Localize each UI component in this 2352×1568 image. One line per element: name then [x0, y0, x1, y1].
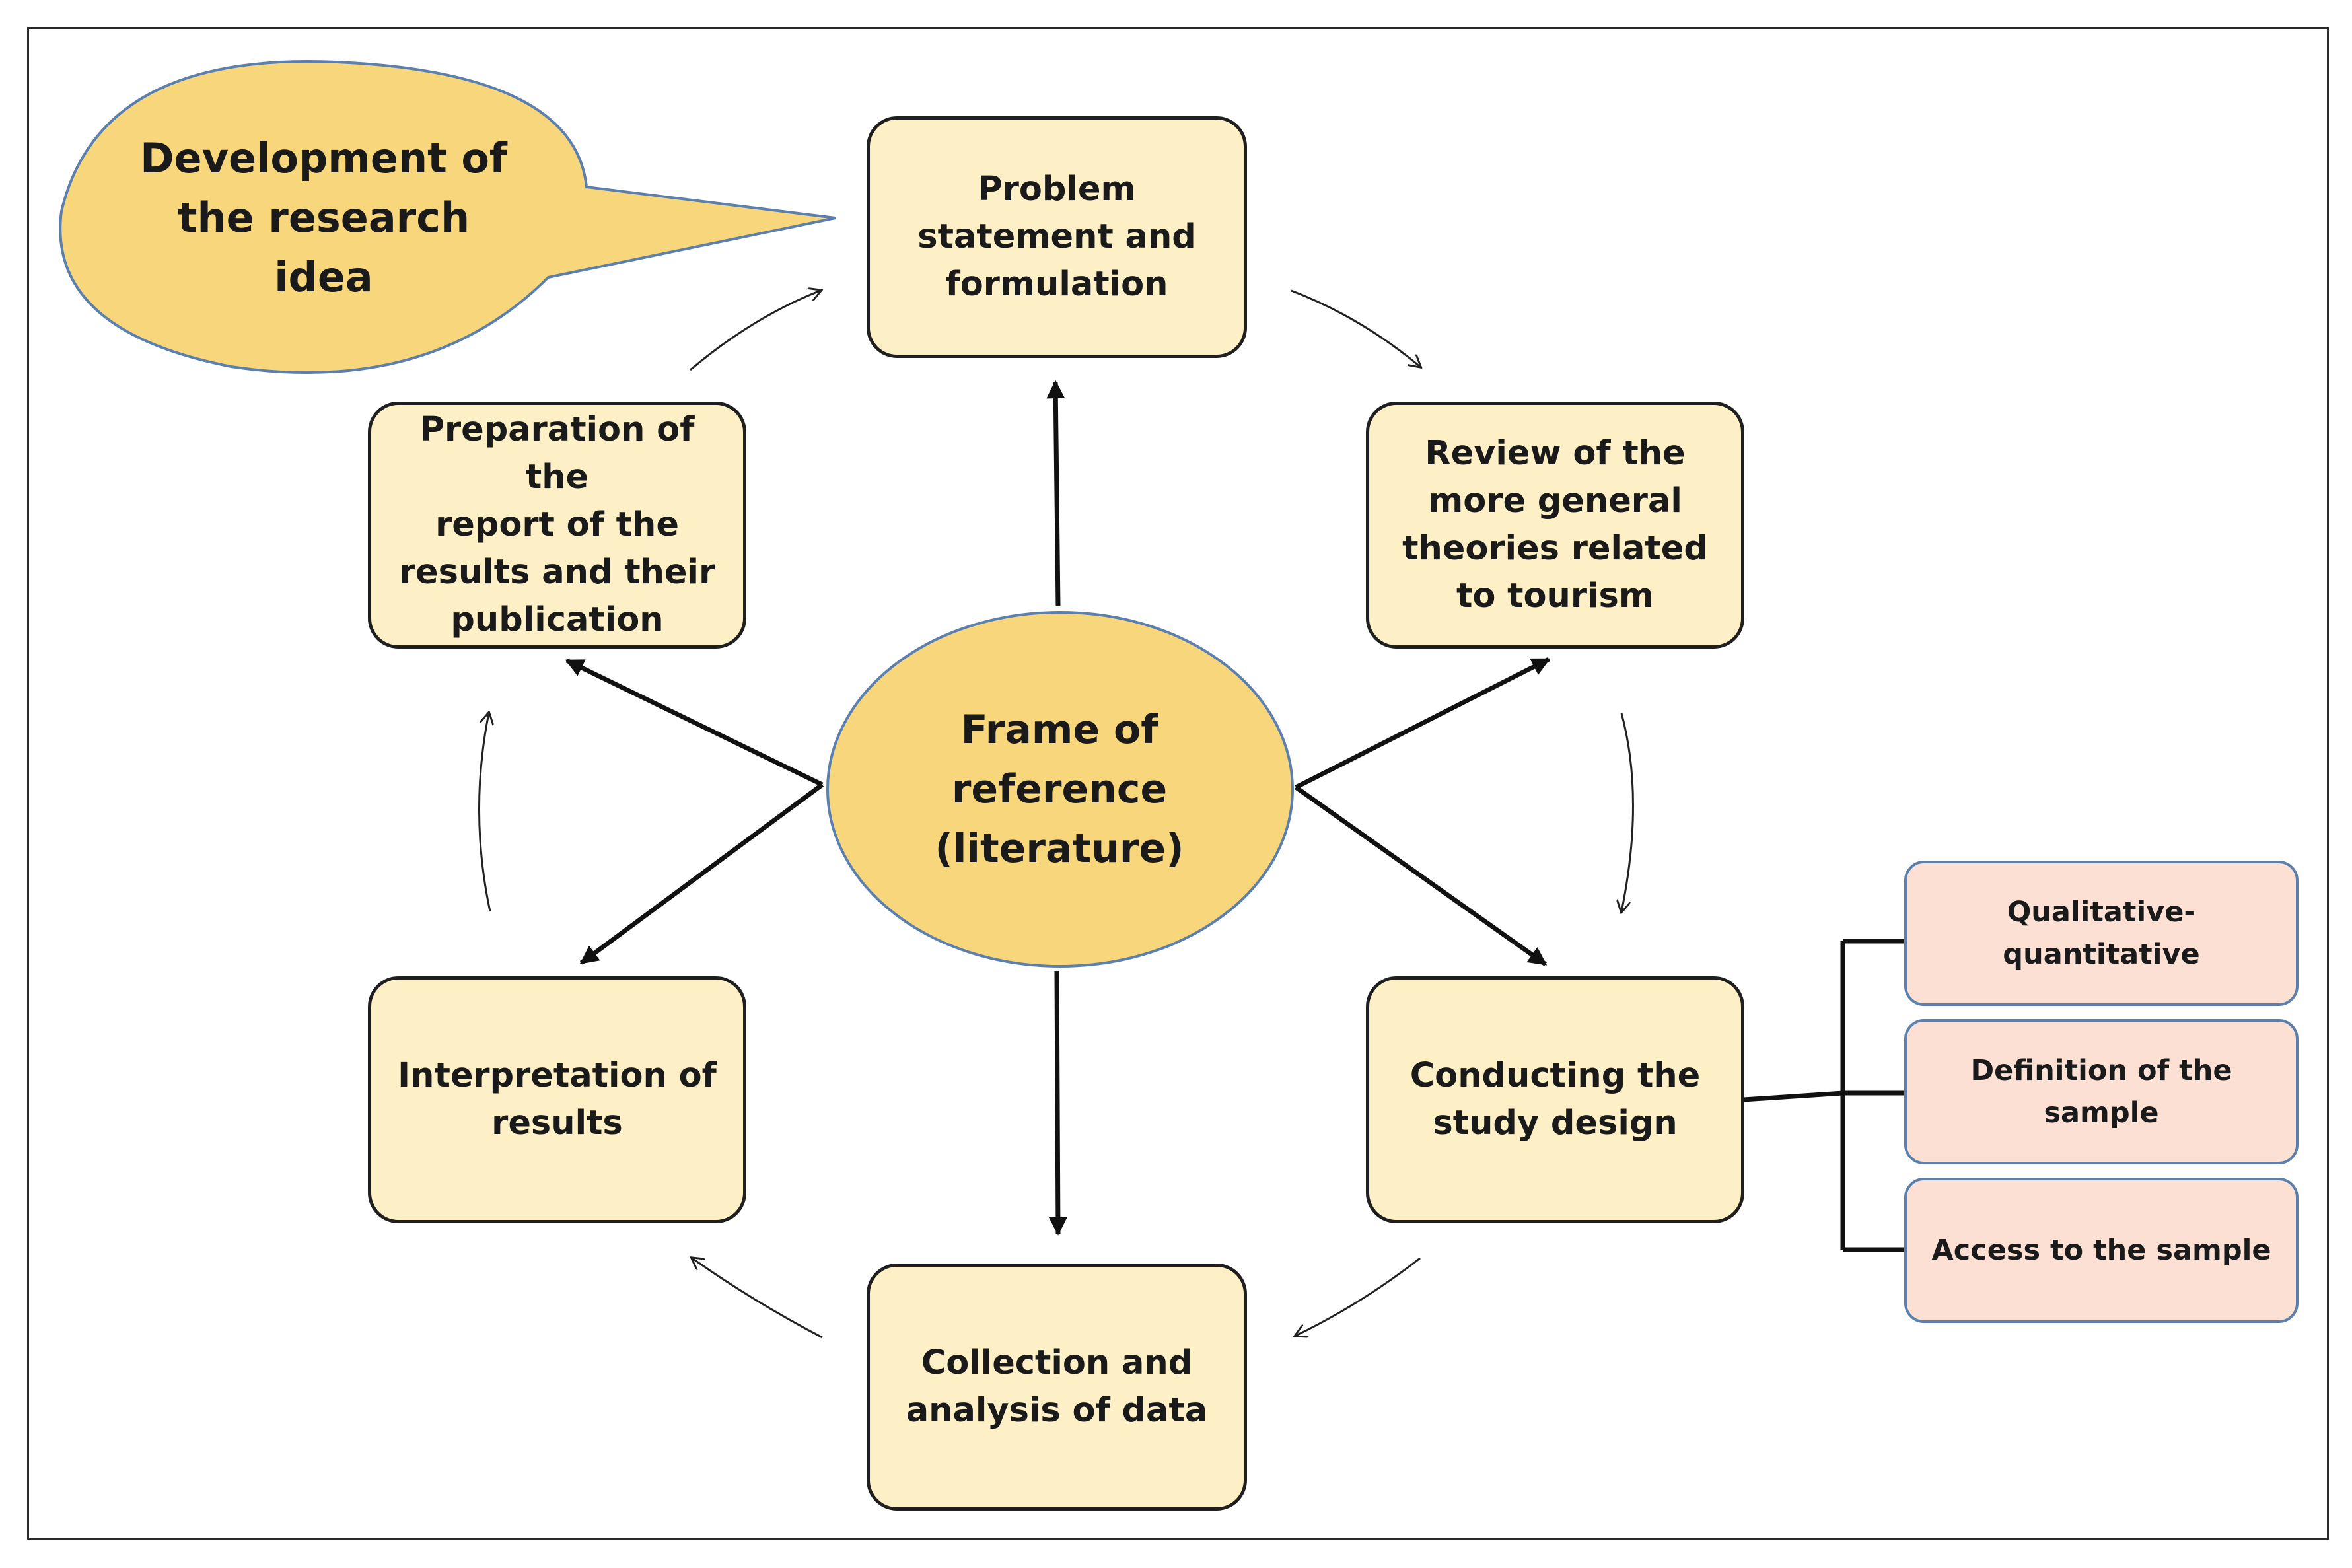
step-collection-analysis: Collection and analysis of data — [867, 1264, 1247, 1511]
design-option-label: Definition of the sample — [1970, 1054, 2232, 1129]
arrow-center-to-report — [565, 658, 824, 787]
center-label-text: Frame of reference (literature) — [935, 707, 1184, 872]
arrow-center-to-interpretation — [579, 783, 824, 965]
step-label: Preparation of the report of the results… — [398, 410, 716, 639]
design-option-qualitative-quantitative: Qualitative- quantitative — [1904, 861, 2299, 1006]
cycle-arrow-problem-to-review — [1291, 289, 1420, 367]
step-study-design: Conducting the study design — [1366, 976, 1744, 1223]
center-label: Frame of reference (literature) — [828, 680, 1291, 898]
design-option-label: Access to the sample — [1931, 1234, 2271, 1267]
step-label: Collection and analysis of data — [906, 1343, 1208, 1430]
speech-bubble — [59, 60, 836, 374]
design-option-definition-sample: Definition of the sample — [1904, 1019, 2299, 1164]
design-option-access-sample: Access to the sample — [1904, 1178, 2299, 1323]
center-ellipse — [826, 611, 1294, 968]
cycle-arrow-review-to-design — [1621, 713, 1634, 911]
arrow-center-to-design — [1294, 785, 1548, 966]
step-review-theories: Review of the more general theories rela… — [1366, 402, 1744, 649]
bracket-stem — [1743, 1090, 1843, 1102]
step-interpretation: Interpretation of results — [368, 976, 746, 1223]
arrow-center-to-review — [1295, 657, 1551, 790]
bubble-label-text: Development of the research idea — [140, 134, 507, 301]
cycle-arrow-collection-to-interpretation — [692, 1258, 823, 1339]
arrow-center-to-problem — [1046, 380, 1065, 607]
cycle-arrow-design-to-collection — [1296, 1257, 1421, 1336]
step-label: Conducting the study design — [1409, 1056, 1701, 1143]
cycle-arrow-interpretation-to-report — [478, 713, 490, 912]
cycle-arrow-report-to-problem — [690, 291, 820, 371]
step-problem-statement: Problem statement and formulation — [867, 116, 1247, 358]
step-report-publication: Preparation of the report of the results… — [368, 402, 746, 649]
bubble-label: Development of the research idea — [92, 122, 555, 314]
design-option-label: Qualitative- quantitative — [2003, 896, 2200, 971]
arrow-center-to-collection — [1048, 970, 1067, 1236]
step-label: Review of the more general theories rela… — [1402, 434, 1708, 616]
step-label: Problem statement and formulation — [917, 170, 1196, 304]
step-label: Interpretation of results — [398, 1056, 717, 1143]
